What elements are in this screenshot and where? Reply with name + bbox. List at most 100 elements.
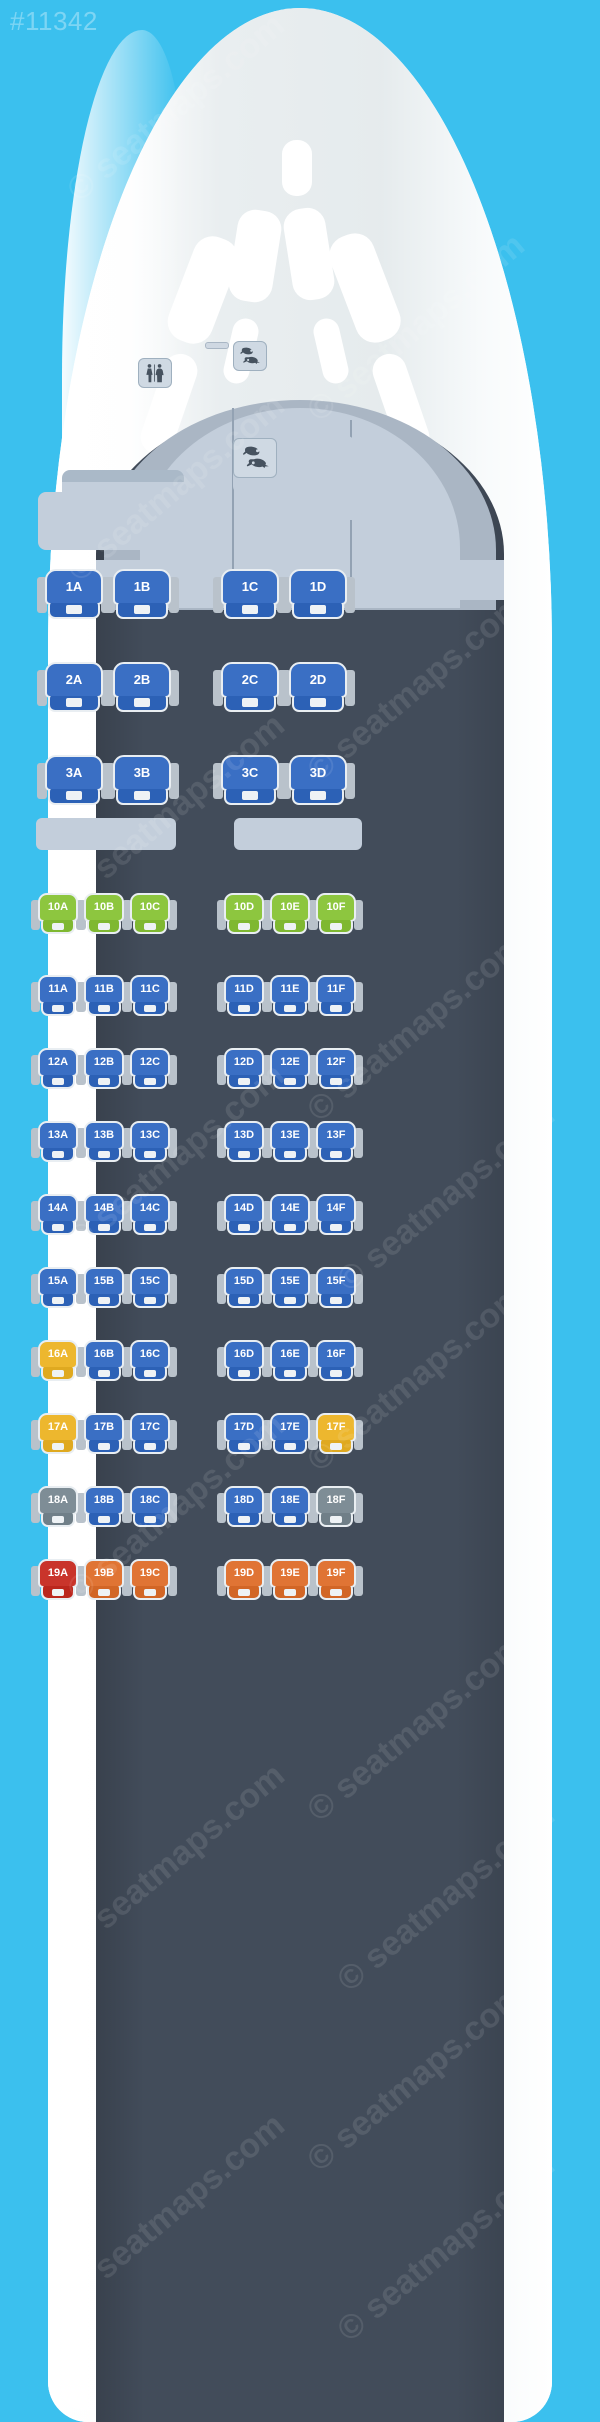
seat-1B[interactable]: 1B [113,569,171,619]
seat-17A[interactable]: 17A [38,1413,78,1455]
seat-13D[interactable]: 13D [224,1121,264,1163]
seat-16D[interactable]: 16D [224,1340,264,1382]
seat-17B[interactable]: 17B [84,1413,124,1455]
seat-3C[interactable]: 3C [221,755,279,805]
seat-belt-notch [330,1077,342,1085]
seat-17D[interactable]: 17D [224,1413,264,1455]
seat-15C[interactable]: 15C [130,1267,170,1309]
seat-19F[interactable]: 19F [316,1559,356,1601]
seat-17E[interactable]: 17E [270,1413,310,1455]
seat-12E[interactable]: 12E [270,1048,310,1090]
seat-16C[interactable]: 16C [130,1340,170,1382]
seat-19B[interactable]: 19B [84,1559,124,1601]
seat-label: 10D [224,893,264,922]
seat-15E[interactable]: 15E [270,1267,310,1309]
seat-13C[interactable]: 13C [130,1121,170,1163]
seat-13F[interactable]: 13F [316,1121,356,1163]
seat-19D[interactable]: 19D [224,1559,264,1601]
armrest [217,982,226,1012]
seat-belt-notch [65,605,83,615]
seat-belt-notch [65,698,83,708]
seat-14B[interactable]: 14B [84,1194,124,1236]
armrest [123,1055,132,1085]
seat-11B[interactable]: 11B [84,975,124,1017]
seat-10F[interactable]: 10F [316,893,356,935]
seat-19C[interactable]: 19C [130,1559,170,1601]
seat-10D[interactable]: 10D [224,893,264,935]
seat-19E[interactable]: 19E [270,1559,310,1601]
seat-12D[interactable]: 12D [224,1048,264,1090]
seat-14F[interactable]: 14F [316,1194,356,1236]
seat-19A[interactable]: 19A [38,1559,78,1601]
armrest [77,1566,86,1596]
seat-label: 1B [113,569,171,605]
seat-16B[interactable]: 16B [84,1340,124,1382]
seat-14C[interactable]: 14C [130,1194,170,1236]
seat-2A[interactable]: 2A [45,662,103,712]
armrest [281,577,291,613]
seat-1D[interactable]: 1D [289,569,347,619]
seat-3D[interactable]: 3D [289,755,347,805]
seat-label: 17E [270,1413,310,1442]
seat-11C[interactable]: 11C [130,975,170,1017]
seat-cushion [41,1513,75,1527]
seat-3A[interactable]: 3A [45,755,103,805]
armrest [213,763,223,799]
seat-10C[interactable]: 10C [130,893,170,935]
seat-16F[interactable]: 16F [316,1340,356,1382]
seat-12F[interactable]: 12F [316,1048,356,1090]
seat-2B[interactable]: 2B [113,662,171,712]
seat-2D[interactable]: 2D [289,662,347,712]
seat-14E[interactable]: 14E [270,1194,310,1236]
seat-belt-notch [98,1515,110,1523]
armrest [345,670,355,706]
seat-label: 10A [38,893,78,922]
seat-10E[interactable]: 10E [270,893,310,935]
seat-14A[interactable]: 14A [38,1194,78,1236]
seat-11A[interactable]: 11A [38,975,78,1017]
seat-cushion [115,602,169,619]
seat-label: 13F [316,1121,356,1150]
seat-18A[interactable]: 18A [38,1486,78,1528]
seat-11D[interactable]: 11D [224,975,264,1017]
seat-18E[interactable]: 18E [270,1486,310,1528]
seat-cushion [291,602,345,619]
seat-1A[interactable]: 1A [45,569,103,619]
seat-cushion [87,1148,121,1162]
seat-11E[interactable]: 11E [270,975,310,1017]
seat-14D[interactable]: 14D [224,1194,264,1236]
seat-17C[interactable]: 17C [130,1413,170,1455]
seat-11F[interactable]: 11F [316,975,356,1017]
seat-3B[interactable]: 3B [113,755,171,805]
seat-1C[interactable]: 1C [221,569,279,619]
armrest [217,1055,226,1085]
seat-belt-notch [241,605,259,615]
seat-10A[interactable]: 10A [38,893,78,935]
seat-13A[interactable]: 13A [38,1121,78,1163]
seat-15D[interactable]: 15D [224,1267,264,1309]
seat-10B[interactable]: 10B [84,893,124,935]
seat-cushion [223,788,277,805]
seat-16E[interactable]: 16E [270,1340,310,1382]
seat-18B[interactable]: 18B [84,1486,124,1528]
seat-15F[interactable]: 15F [316,1267,356,1309]
seat-18F[interactable]: 18F [316,1486,356,1528]
seat-18D[interactable]: 18D [224,1486,264,1528]
seat-12B[interactable]: 12B [84,1048,124,1090]
seat-label: 16A [38,1340,78,1369]
seat-12A[interactable]: 12A [38,1048,78,1090]
seat-16A[interactable]: 16A [38,1340,78,1382]
seat-cushion [115,695,169,712]
seat-18C[interactable]: 18C [130,1486,170,1528]
seat-15B[interactable]: 15B [84,1267,124,1309]
seat-13B[interactable]: 13B [84,1121,124,1163]
seat-13E[interactable]: 13E [270,1121,310,1163]
seat-belt-notch [284,1369,296,1377]
seat-12C[interactable]: 12C [130,1048,170,1090]
seat-belt-notch [144,1442,156,1450]
seat-15A[interactable]: 15A [38,1267,78,1309]
armrest [309,1055,318,1085]
armrest [105,577,115,613]
seat-17F[interactable]: 17F [316,1413,356,1455]
seat-2C[interactable]: 2C [221,662,279,712]
